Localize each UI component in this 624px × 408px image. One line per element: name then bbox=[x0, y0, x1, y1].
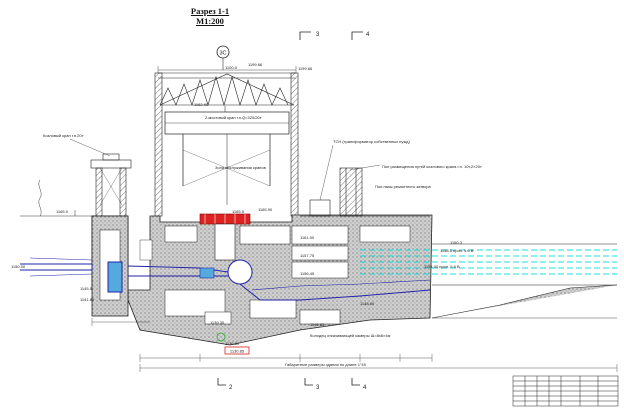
repair-gate-callout: Пол.пазы ремонтного затвора bbox=[375, 184, 432, 189]
title-block bbox=[512, 375, 619, 407]
drawing-title: Разрез 1-1 М1:200 bbox=[170, 6, 250, 26]
section-mark-bottom-2: 2 bbox=[229, 385, 233, 391]
tailwater-1-elevation: 1158.5 проп. 5.6 В bbox=[440, 248, 474, 253]
service-zone-callout: Зона обслуживания кранов bbox=[215, 165, 266, 170]
intake-low-elevation: 1145.50 bbox=[80, 286, 95, 291]
bottom-span-dim: Габаритные размеры здания по длине 1"45 bbox=[285, 362, 367, 367]
drainage-callout: Колодец откачивающей камеры Ш=8х8×4м bbox=[310, 333, 391, 338]
floor-3-elevation: 1156.45 bbox=[300, 271, 315, 276]
water-conduit bbox=[20, 257, 431, 301]
gantry-crane-callout: Козловый кран г.п.20т bbox=[43, 133, 84, 138]
transformer-callout: ТСН (трансформатор собственных нужд) bbox=[333, 139, 410, 144]
tailwater-2-elevation: 1154.00 проп. 5.6 В bbox=[424, 264, 460, 269]
bottom-left-elevation: 1141.85 bbox=[80, 297, 95, 302]
crane-rail-elevation: 1182.90 bbox=[194, 102, 209, 107]
bottom-dimensions bbox=[91, 318, 618, 372]
floor-1-elevation: 1161.00 bbox=[300, 235, 315, 240]
survey-point-marker bbox=[216, 332, 226, 342]
section-mark-bottom-4: 4 bbox=[363, 385, 367, 391]
section-mark-top-3: 3 bbox=[316, 32, 320, 38]
gantry-level-elevation: 1165.5 bbox=[232, 209, 245, 214]
gate-crane-callout: Пол размещения путей козлового крана г.п… bbox=[382, 164, 482, 169]
upper-floor-elevation: 1165.90 bbox=[258, 207, 273, 212]
floor-6-elevation: 1136.80 bbox=[225, 341, 240, 346]
tailwater-channel bbox=[360, 232, 618, 319]
lowest-elevation: 1130.85 bbox=[230, 349, 245, 354]
section-mark-top-4: 4 bbox=[366, 32, 370, 38]
lowest-elevation-box: 1130.85 bbox=[224, 346, 250, 355]
roof-elevation: 1199.66 bbox=[248, 62, 263, 67]
section-title: Разрез 1-1 bbox=[190, 6, 230, 16]
generator-unit bbox=[199, 213, 253, 285]
section-marks-bottom: 2 3 4 bbox=[217, 378, 367, 391]
roof-right-elevation: 1199.66 bbox=[298, 66, 313, 71]
drawing-scale: М1:200 bbox=[196, 16, 224, 26]
substructure bbox=[91, 214, 433, 346]
floor-2-elevation: 1157.75 bbox=[300, 253, 315, 258]
bottom-elevation: 1145.85 bbox=[310, 322, 325, 327]
tailwater-max-elevation: 1160.3 bbox=[450, 240, 463, 245]
bridge-crane bbox=[164, 106, 290, 205]
left-break-lines bbox=[20, 179, 95, 217]
axis-marker-label: 3С bbox=[219, 51, 226, 57]
axis-marker: 3С bbox=[216, 45, 230, 70]
gate-shaft bbox=[300, 167, 430, 217]
top-span-dim: 1100.0 bbox=[225, 65, 238, 70]
left-level-elevation: 1165.0 bbox=[56, 209, 69, 214]
floor-4-elevation: 1148.80 bbox=[360, 301, 375, 306]
section-mark-bottom-3: 3 bbox=[316, 385, 320, 391]
bridge-crane-callout: 2-мостовой кран г.п.Q=320/20т bbox=[205, 115, 262, 120]
floor-5-elevation: 1139.30 bbox=[210, 320, 225, 325]
gantry-crane bbox=[90, 153, 132, 217]
intake-level-elevation: 1150.00 bbox=[11, 264, 26, 269]
section-marks-top: 3 4 bbox=[299, 31, 370, 40]
roof-truss bbox=[157, 66, 297, 107]
building-columns bbox=[154, 72, 299, 217]
